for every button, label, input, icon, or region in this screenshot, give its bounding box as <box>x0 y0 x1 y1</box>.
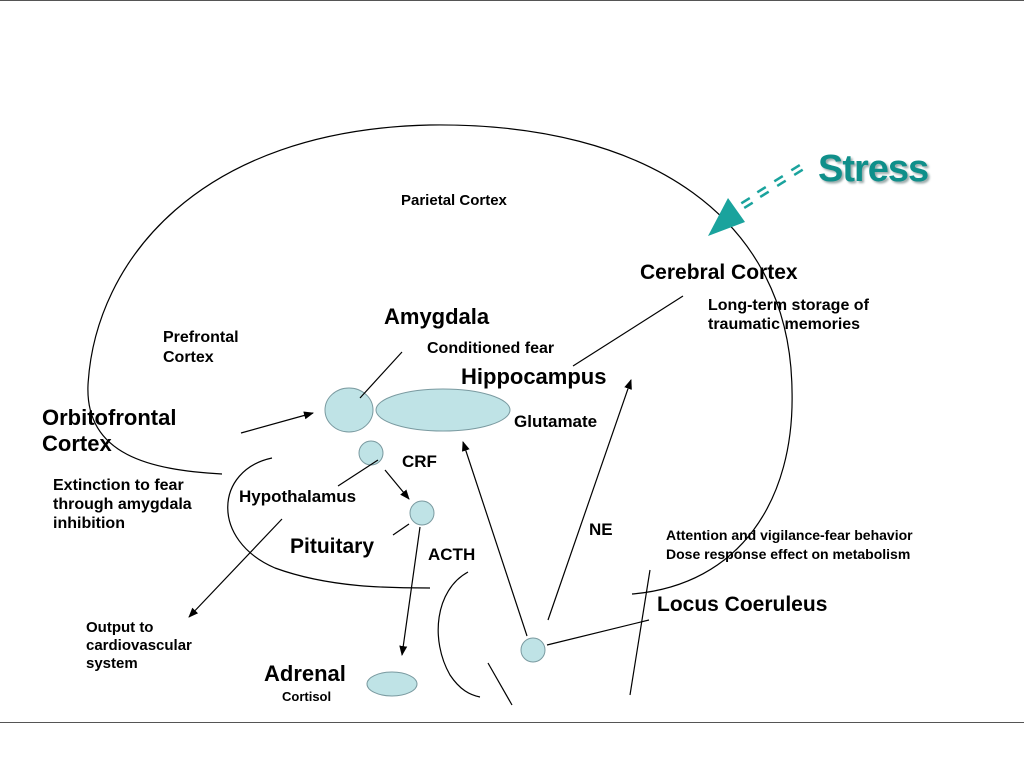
brainstem-left <box>437 571 481 698</box>
brain-outline <box>87 124 793 595</box>
cerebral-cortex-pointer <box>572 295 684 367</box>
stress-title: Stress <box>818 148 929 190</box>
brainstem-line <box>487 662 513 706</box>
pituitary-node <box>409 500 435 526</box>
acth-arrow <box>399 526 421 656</box>
adrenal-node <box>366 671 418 697</box>
attention-label: Attention and vigilance-fear behavior Do… <box>666 527 913 562</box>
locus-coeruleus-pointer <box>546 619 650 646</box>
locus-coeruleus-label: Locus Coeruleus <box>657 593 828 616</box>
hypothalamus-pointer <box>337 459 379 487</box>
ne-arrow <box>547 379 632 621</box>
output-cardio-arrow <box>188 518 283 618</box>
acth-label: ACTH <box>428 545 476 564</box>
lc-to-hippocampus-arrow <box>462 441 528 637</box>
pituitary-pointer <box>392 523 410 536</box>
top-divider <box>0 0 1024 1</box>
orbitofrontal-to-amygdala-arrow <box>240 411 314 434</box>
cerebral-cortex-label: Cerebral Cortex <box>640 261 798 284</box>
pituitary-label: Pituitary <box>290 535 375 558</box>
hippocampus-node <box>375 388 511 432</box>
crf-label: CRF <box>402 452 437 471</box>
bottom-divider <box>0 722 1024 723</box>
glutamate-label: Glutamate <box>514 412 598 431</box>
brainstem-right <box>629 569 651 696</box>
output-cardio-label: Output to cardiovascular system <box>86 619 192 672</box>
amygdala-label: Amygdala <box>384 304 490 329</box>
stress-arrow <box>708 163 804 236</box>
conditioned-fear-label: Conditioned fear <box>427 340 555 357</box>
hippocampus-label: Hippocampus <box>461 364 607 389</box>
hypothalamus-node <box>358 440 384 466</box>
amygdala-pointer <box>359 351 403 399</box>
hypothalamus-label: Hypothalamus <box>239 487 357 506</box>
parietal-cortex-label: Parietal Cortex <box>401 192 507 209</box>
prefrontal-cortex-label: Prefrontal Cortex <box>163 329 239 366</box>
extinction-label: Extinction to fear through amygdala inhi… <box>53 477 192 532</box>
adrenal-label: Adrenal <box>264 661 346 686</box>
limbic-curve <box>227 457 431 589</box>
orbitofrontal-cortex-label: Orbitofrontal Cortex <box>42 405 177 457</box>
amygdala-node <box>324 387 374 433</box>
cortisol-label: Cortisol <box>282 689 332 704</box>
locus-coeruleus-node <box>520 637 546 663</box>
long-term-storage-label: Long-term storage of traumatic memories <box>708 297 869 333</box>
crf-arrow <box>384 469 410 500</box>
ne-label: NE <box>589 520 613 539</box>
